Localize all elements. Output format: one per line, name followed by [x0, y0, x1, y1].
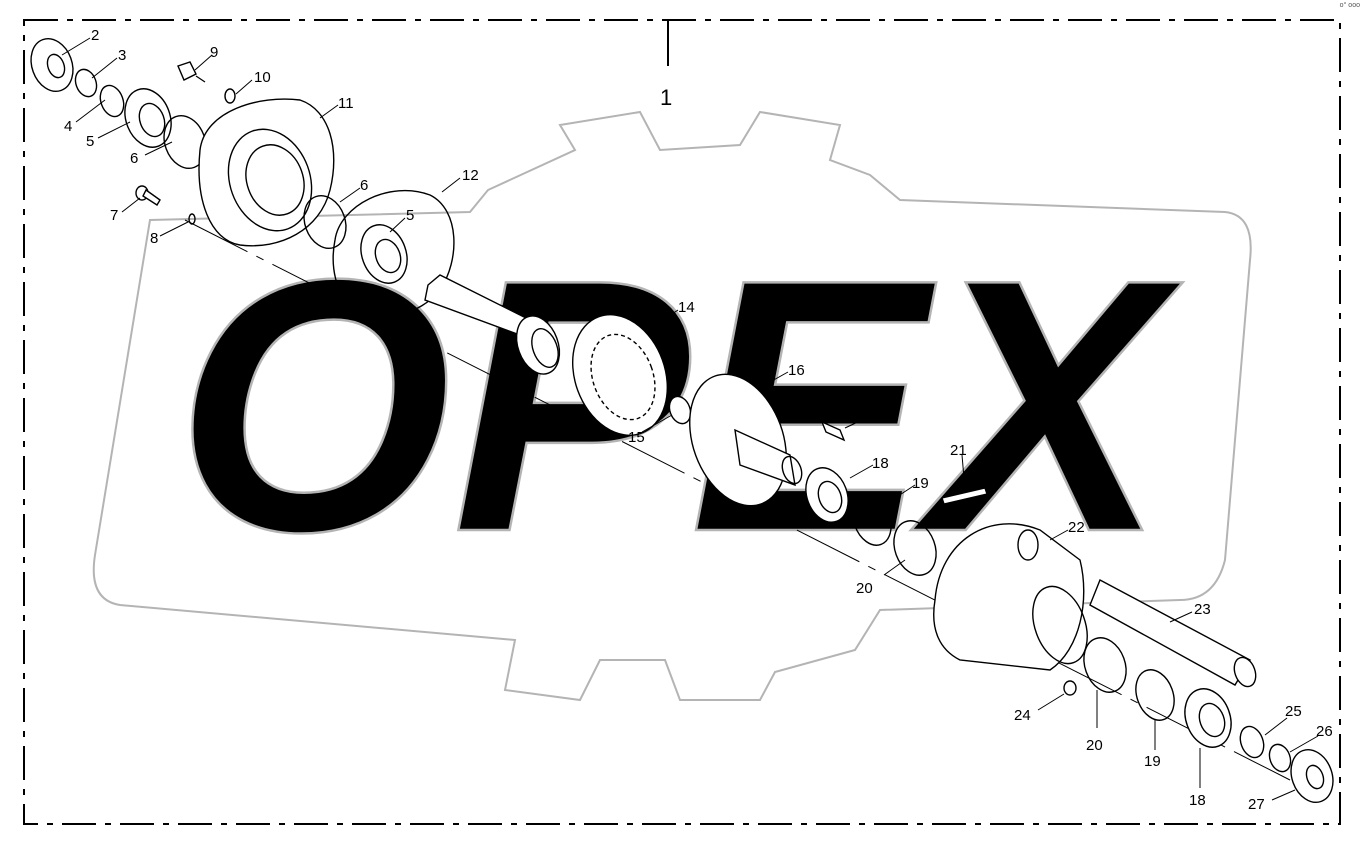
callout-12: 12: [462, 167, 479, 184]
callout-2: 2: [91, 27, 99, 44]
part-housing-22: [933, 523, 1088, 671]
leader-lines: [61, 37, 1319, 801]
part-snapring-20b: [1083, 637, 1127, 693]
part-shim-25: [1239, 725, 1265, 759]
callout-19b: 19: [1144, 753, 1161, 770]
part-tube-23: [1089, 579, 1257, 688]
callout-6b: 6: [360, 177, 368, 194]
callouts: 2 3 4 5 6 7 8 9 10 11 6 12 5 13 14 15 16…: [64, 27, 1333, 813]
part-circlip-26: [1268, 743, 1292, 773]
part-ring-19a: [852, 494, 892, 546]
part-shaft-13: [424, 274, 561, 375]
callout-20: 20: [856, 580, 873, 597]
watermark-gear: [92, 110, 1252, 702]
part-carrier-16: [689, 373, 803, 507]
callout-9: 9: [210, 44, 218, 61]
part-seal-2: [30, 38, 74, 92]
parts: [30, 38, 1334, 803]
callout-27: 27: [1248, 796, 1265, 813]
part-washer-8b: [798, 404, 806, 416]
assembly-label: 1: [660, 85, 672, 110]
callout-11: 11: [338, 95, 354, 112]
part-bearing-18a: [805, 467, 849, 523]
callout-13: 13: [518, 285, 535, 302]
part-bolt-7: [135, 185, 161, 206]
callout-6: 6: [130, 150, 138, 167]
callout-5: 5: [86, 133, 94, 150]
callout-16: 16: [788, 362, 805, 379]
callout-22: 22: [1068, 519, 1085, 536]
callout-26: 26: [1316, 723, 1333, 740]
callout-18: 18: [872, 455, 889, 472]
part-bearing-18b: [1184, 688, 1232, 748]
assembly-frame: [23, 19, 1341, 825]
callout-5b: 5: [406, 207, 414, 224]
part-bushing-15: [668, 395, 692, 425]
callout-23: 23: [1194, 601, 1211, 618]
part-ring-19b: [1135, 669, 1175, 721]
part-bearing-5a: [124, 88, 172, 148]
part-washer-8a: [188, 213, 196, 225]
part-ringgear-14: [571, 314, 669, 436]
part-snapring-20a: [893, 520, 937, 576]
callout-24: 24: [1014, 707, 1031, 724]
callout-10: 10: [254, 69, 271, 86]
callout-8: 8: [150, 230, 158, 247]
callout-7: 7: [110, 207, 118, 224]
corner-mark: o° ooo: [1339, 2, 1360, 9]
callout-4: 4: [64, 118, 72, 135]
part-circlip-3: [74, 68, 98, 98]
part-breather-9: [177, 61, 206, 83]
part-bearing-5b: [360, 224, 408, 284]
callout-17: 17: [864, 409, 881, 426]
callout-3: 3: [118, 47, 126, 64]
part-pin-21: [941, 487, 988, 505]
callout-25: 25: [1285, 703, 1302, 720]
part-bolt-17: [820, 420, 846, 442]
callout-19: 19: [912, 475, 929, 492]
part-seal-27: [1290, 749, 1334, 803]
part-plug-24: [1063, 680, 1077, 696]
callout-15: 15: [628, 429, 645, 446]
part-cover-11: [198, 98, 335, 247]
callout-18b: 18: [1189, 792, 1206, 809]
callout-20b: 20: [1086, 737, 1103, 754]
part-shim-4: [99, 84, 125, 118]
part-washer-10: [224, 88, 236, 104]
callout-14: 14: [678, 299, 695, 316]
callout-21: 21: [950, 442, 967, 459]
callout-8b: 8: [820, 389, 828, 406]
